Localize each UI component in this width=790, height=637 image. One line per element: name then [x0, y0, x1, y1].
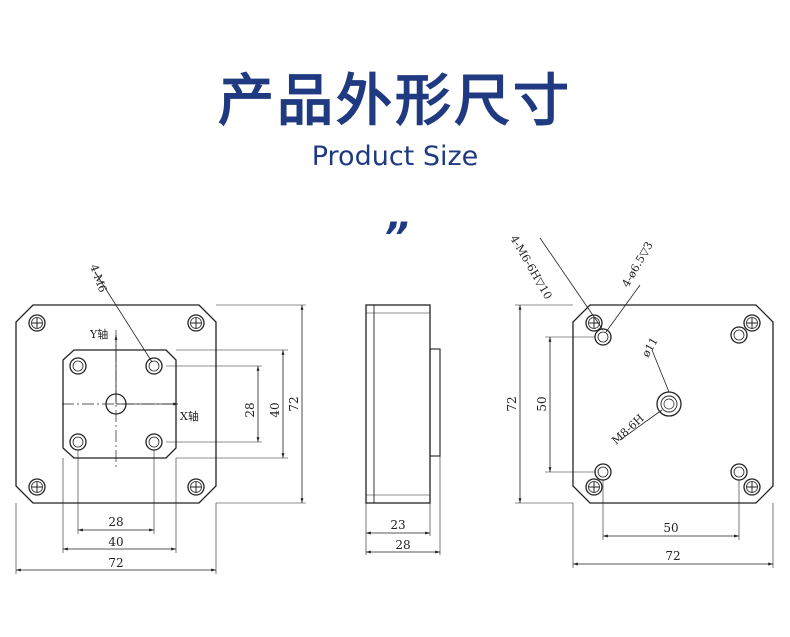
axis-y-label: Y轴	[89, 327, 108, 341]
tapped-hole-icon	[594, 328, 612, 346]
quote-accent: ”	[383, 215, 409, 261]
tapped-hole-icon	[730, 326, 748, 344]
side-view	[365, 304, 441, 555]
callout-hole: 4-ø6.5▽3	[619, 239, 655, 289]
dim-h40: 40	[268, 402, 282, 417]
dim-v50: 50	[535, 396, 549, 411]
dim-h72: 72	[287, 396, 301, 411]
screw-icon	[743, 314, 761, 332]
front-view	[15, 271, 306, 574]
dim-w72: 72	[665, 549, 680, 563]
screw-icon	[28, 314, 46, 332]
dim-side-w23: 23	[390, 518, 405, 532]
screw-icon	[28, 478, 46, 496]
callout-thread: 4-M6	[87, 263, 109, 295]
axis-x-label: X轴	[180, 409, 199, 423]
front-plate-outline	[15, 304, 217, 504]
callout-tapped: 4-M6-6H▽10	[507, 233, 554, 302]
dim-h28: 28	[243, 402, 257, 417]
mount-hole-icon	[145, 433, 163, 451]
center-thread-label: M8-6H	[609, 412, 646, 447]
dim-side-w28: 28	[395, 538, 410, 552]
mount-hole-icon	[69, 433, 87, 451]
screw-icon	[743, 478, 761, 496]
screw-icon	[187, 478, 205, 496]
back-plate-outline	[572, 304, 774, 504]
mount-hole-icon	[69, 357, 87, 375]
front-inner-plate	[62, 349, 177, 459]
mount-hole-icon	[145, 357, 163, 375]
screw-icon	[187, 314, 205, 332]
screw-icon	[585, 478, 603, 496]
back-view	[515, 237, 774, 568]
center-diameter-label: ø11	[639, 335, 661, 359]
dim-v72: 72	[505, 396, 519, 411]
page-subtitle: Product Size	[311, 141, 479, 172]
dim-w28: 28	[108, 515, 123, 529]
dim-w40: 40	[108, 535, 123, 549]
side-flange	[429, 348, 441, 457]
dim-w72: 72	[108, 556, 123, 570]
side-body	[365, 304, 431, 504]
tapped-hole-icon	[594, 463, 612, 481]
tapped-hole-icon	[730, 463, 748, 481]
dim-w50: 50	[663, 521, 678, 535]
page-title: 产品外形尺寸	[218, 69, 572, 134]
